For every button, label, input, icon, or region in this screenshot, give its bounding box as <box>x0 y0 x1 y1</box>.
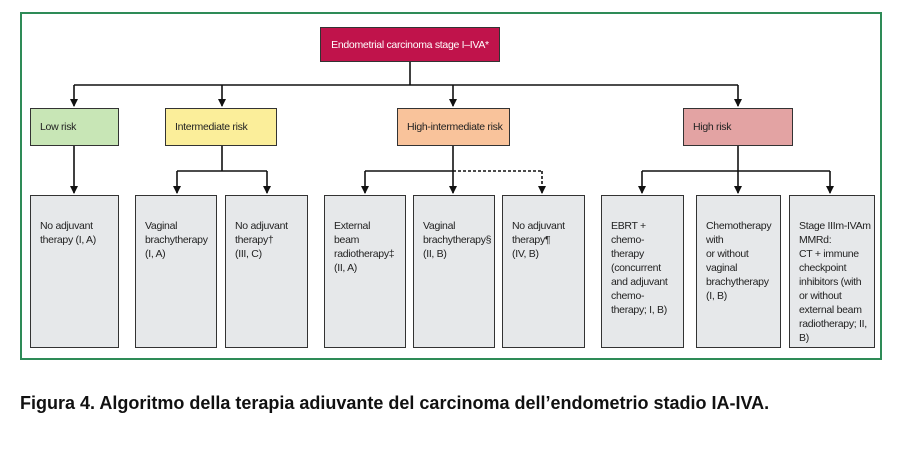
treatment-text: No adjuvant therapy† (III, C) <box>235 220 288 260</box>
treatment-text: EBRT + chemo- therapy (concurrent and ad… <box>611 220 668 316</box>
treatment-text: External beam radiotherapy‡ (II, A) <box>334 220 395 274</box>
risk-node-label: High-intermediate risk <box>407 121 503 133</box>
treatment-text: No adjuvant therapy (I, A) <box>40 220 96 246</box>
treatment-node-vaginal-brachytherapy: Vaginal brachytherapy (I, A) <box>135 195 217 348</box>
risk-node-label: Low risk <box>40 121 77 133</box>
treatment-node-low-no-adjuvant: No adjuvant therapy (I, A) <box>30 195 119 348</box>
treatment-text: Vaginal brachytherapy (I, A) <box>145 220 208 260</box>
treatment-node-hi-no-adjuvant: No adjuvant therapy¶ (IV, B) <box>502 195 585 348</box>
risk-node-high: High risk <box>683 108 793 146</box>
risk-node-high-intermediate: High-intermediate risk <box>397 108 510 146</box>
treatment-text: No adjuvant therapy¶ (IV, B) <box>512 220 565 260</box>
risk-node-intermediate: Intermediate risk <box>165 108 277 146</box>
treatment-node-hi-vaginal-brachytherapy: Vaginal brachytherapy§ (II, B) <box>413 195 495 348</box>
root-node-stage: Endometrial carcinoma stage I–IVA* <box>320 27 500 62</box>
treatment-node-chemotherapy: Chemotherapy with or without vaginal bra… <box>696 195 781 348</box>
risk-node-label: High risk <box>693 121 732 133</box>
figure-caption: Figura 4. Algoritmo della terapia adiuva… <box>20 393 770 413</box>
treatment-text: Vaginal brachytherapy§ (II, B) <box>423 220 492 260</box>
treatment-text: Stage IIIm-IVAm MMRd: CT + immune checkp… <box>799 220 871 344</box>
treatment-text: Chemotherapy with or without vaginal bra… <box>706 220 772 302</box>
treatment-node-ebrt-chemo: EBRT + chemo- therapy (concurrent and ad… <box>601 195 684 348</box>
treatment-node-immune-checkpoint: Stage IIIm-IVAm MMRd: CT + immune checkp… <box>789 195 875 348</box>
risk-node-low: Low risk <box>30 108 119 146</box>
risk-node-label: Intermediate risk <box>175 121 248 133</box>
treatment-node-external-beam: External beam radiotherapy‡ (II, A) <box>324 195 406 348</box>
treatment-node-intermediate-no-adjuvant: No adjuvant therapy† (III, C) <box>225 195 308 348</box>
root-node-label: Endometrial carcinoma stage I–IVA* <box>331 38 489 51</box>
